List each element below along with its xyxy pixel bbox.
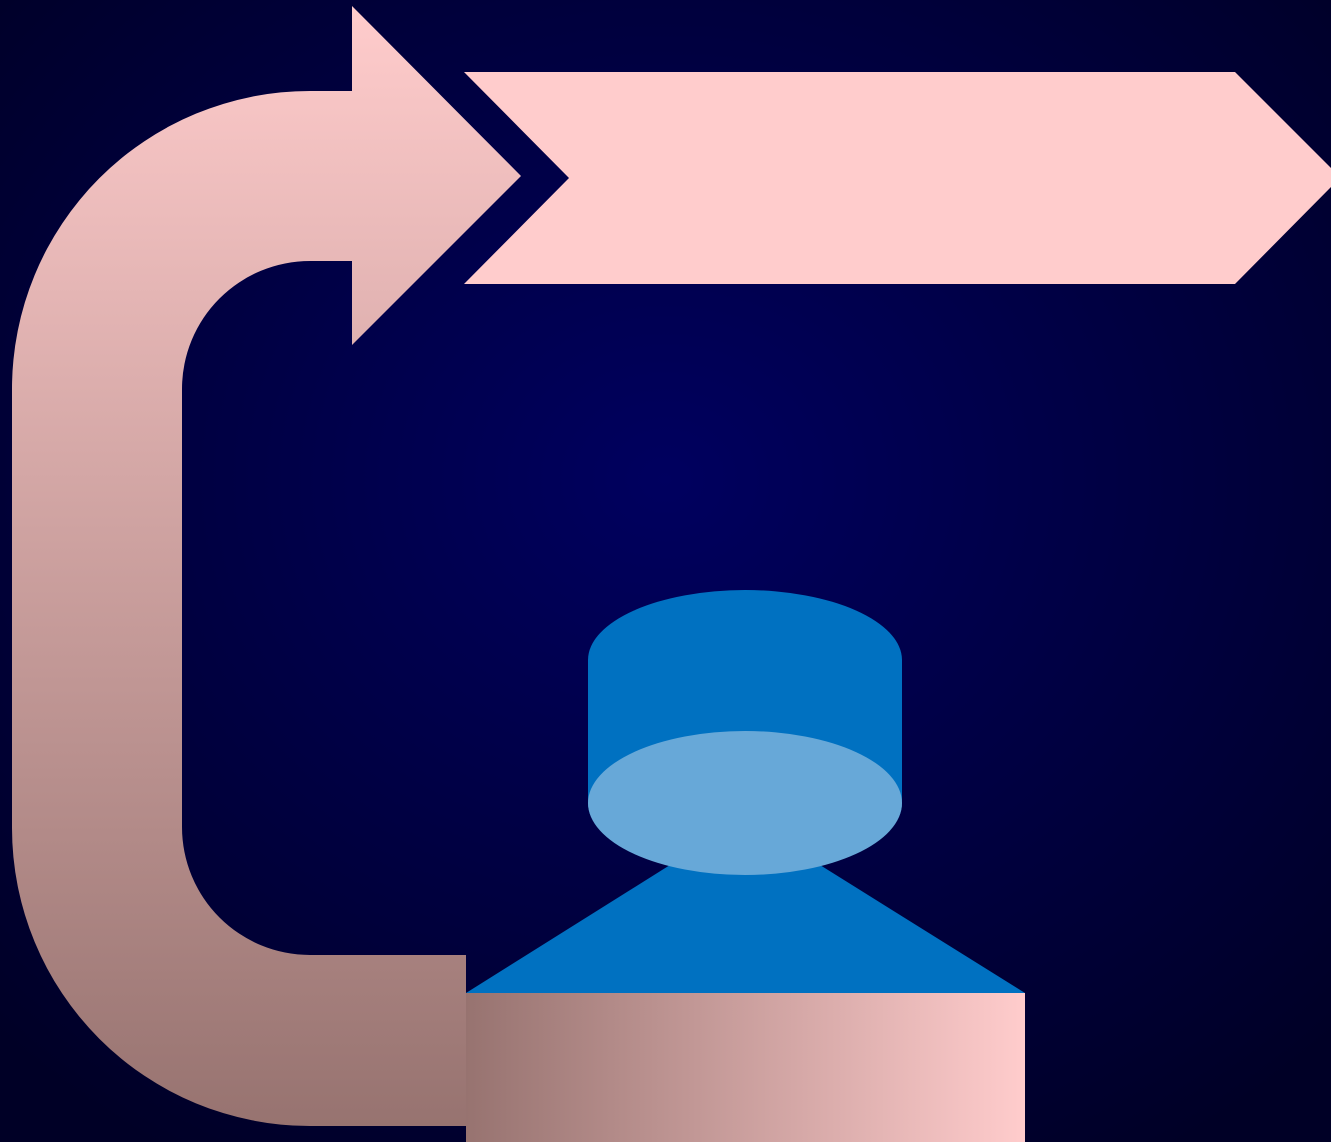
cone-base — [466, 865, 1025, 993]
pedestal-block — [466, 993, 1025, 1142]
cylinder-face — [588, 731, 902, 875]
curved-arrow — [12, 6, 521, 1126]
chevron-arrow — [464, 72, 1331, 284]
